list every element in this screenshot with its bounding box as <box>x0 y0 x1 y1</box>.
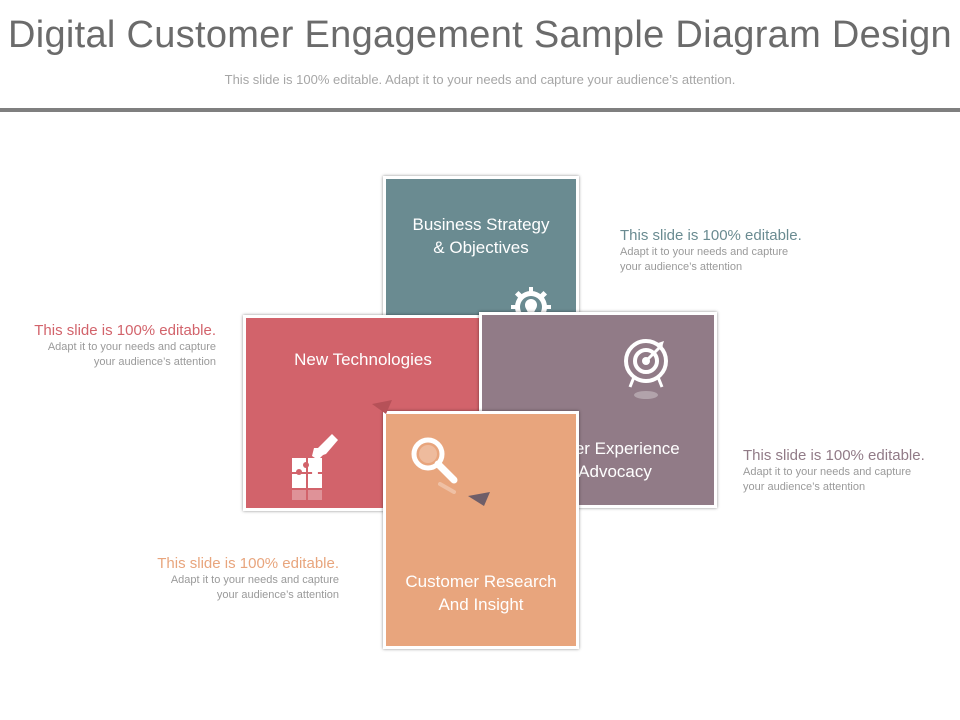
note-body: Adapt it to your needs and capture your … <box>47 341 216 368</box>
note-body: Adapt it to your needs and capture your … <box>170 574 339 601</box>
card-customer-research-label: Customer Research And Insight <box>405 572 557 614</box>
card-business-strategy-label: Business Strategy & Objectives <box>412 215 550 257</box>
note-heading: This slide is 100% editable. <box>157 555 339 572</box>
note-body: Adapt it to your needs and capture your … <box>743 466 912 493</box>
note-heading: This slide is 100% editable. <box>620 227 802 244</box>
note-business-strategy: This slide is 100% editable. Adapt it to… <box>620 227 840 275</box>
note-customer-experience: This slide is 100% editable. Adapt it to… <box>743 447 960 495</box>
note-heading: This slide is 100% editable. <box>34 322 216 339</box>
page-title: Digital Customer Engagement Sample Diagr… <box>7 14 952 56</box>
note-new-technologies: This slide is 100% editable. Adapt it to… <box>0 322 216 370</box>
fold-accent <box>372 400 490 506</box>
header-divider <box>0 108 960 112</box>
note-heading: This slide is 100% editable. <box>743 447 925 464</box>
note-body: Adapt it to your needs and capture your … <box>620 246 789 273</box>
hand-puzzle-icon <box>290 430 346 509</box>
target-icon <box>624 339 668 410</box>
magnifier-icon <box>410 436 460 503</box>
page-subtitle: This slide is 100% editable. Adapt it to… <box>224 72 736 87</box>
note-customer-research: This slide is 100% editable. Adapt it to… <box>119 555 339 603</box>
card-customer-research: Customer Research And Insight <box>383 411 579 649</box>
card-new-technologies-label: New Technologies <box>294 350 432 369</box>
